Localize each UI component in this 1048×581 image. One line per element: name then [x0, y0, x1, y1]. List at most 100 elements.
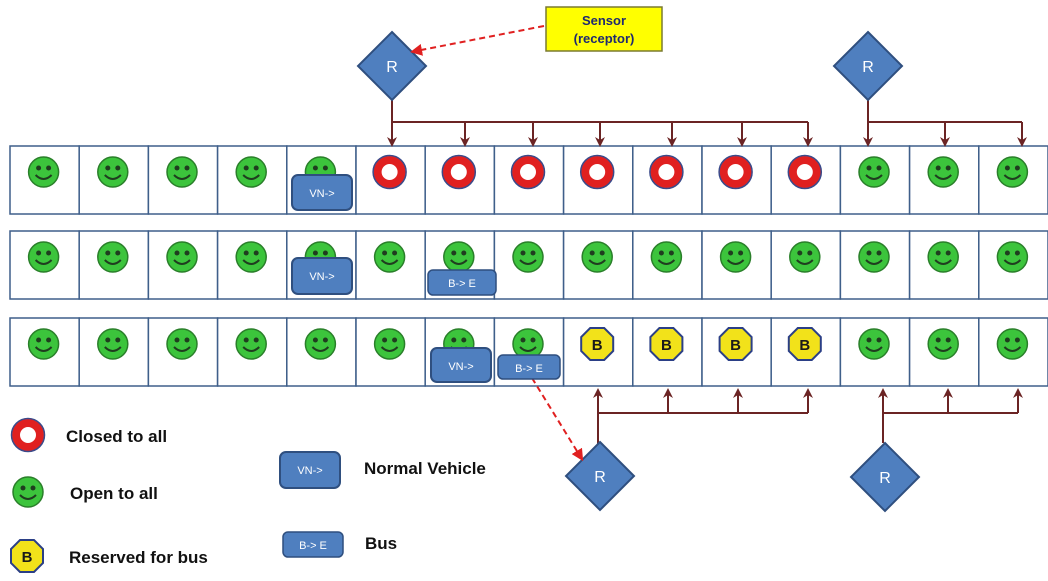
receptor-label: R: [386, 59, 398, 76]
legend-reserved-label: Reserved for bus: [69, 548, 208, 567]
legend-normal-vehicle-icon: VN->: [279, 451, 341, 489]
lane-cell: [355, 145, 426, 215]
open-to-all-icon: [27, 241, 60, 273]
bus-reserved-icon: B: [580, 327, 615, 361]
closed-to-all-icon: [650, 156, 683, 189]
lane-1: [9, 145, 1048, 215]
open-to-all-icon: [719, 241, 752, 273]
closed-to-all-icon: [581, 156, 614, 189]
bus-reserved-symbol: B: [22, 549, 33, 566]
lane-cell: [78, 145, 150, 215]
bus-reserved-symbol: B: [799, 337, 810, 354]
open-to-all-icon: [304, 328, 337, 360]
open-to-all-icon: [235, 328, 268, 360]
legend-open-label: Open to all: [70, 484, 158, 503]
lane-cell: [216, 145, 288, 215]
sensor-label-line2: (receptor): [574, 31, 635, 46]
lane-cell: [770, 145, 842, 215]
lane-cell: [562, 145, 634, 215]
lane-cell: [701, 145, 772, 215]
open-to-all-icon: [235, 241, 268, 273]
lane-cell: [147, 230, 219, 300]
vehicle-normal-lane2: VN->: [291, 257, 353, 295]
lane-cell: [493, 230, 565, 300]
bus-reserved-symbol: B: [730, 337, 741, 354]
open-to-all-icon: [442, 241, 475, 273]
lane-cell: [286, 317, 357, 387]
lane-cell: [839, 145, 911, 215]
receptor-label: R: [594, 469, 606, 486]
bus-reserved-symbol: B: [661, 337, 672, 354]
legend-normal-vehicle-label: Normal Vehicle: [364, 459, 486, 478]
lane-cell: [9, 145, 80, 215]
lane-cell: [908, 230, 980, 300]
open-to-all-icon: [373, 328, 406, 360]
bus-reserved-icon: B: [718, 327, 753, 361]
open-to-all-icon: [96, 241, 129, 273]
open-to-all-icon: [235, 156, 268, 188]
lane-cell: [632, 145, 703, 215]
receptor-label: R: [862, 59, 874, 76]
lane-cell: [562, 230, 634, 300]
legend-bus-reserved-icon: B: [10, 539, 44, 573]
lane-2: [9, 230, 1048, 300]
lane-cell: [978, 145, 1048, 215]
receptor-top-right: R: [832, 30, 904, 102]
legend-closed-icon: [12, 419, 45, 452]
legend-bus-icon: B-> E: [282, 531, 344, 558]
vehicle-normal-label: VN->: [448, 361, 473, 373]
lane-cell: [701, 230, 772, 300]
bus-reserved-icon: B: [787, 327, 822, 361]
top-arrow-network-right: [863, 95, 1027, 147]
vehicle-bus-label: B-> E: [515, 363, 543, 375]
lane-cell: [978, 317, 1048, 387]
open-to-all-icon: [927, 156, 960, 188]
lane-cell: [770, 230, 842, 300]
lane-cell: [216, 317, 288, 387]
open-to-all-icon: [927, 328, 960, 360]
closed-to-all-icon: [719, 156, 752, 189]
open-to-all-icon: [27, 328, 60, 360]
sensor-label-line1: Sensor: [582, 13, 626, 28]
vehicle-bus-lane2: B-> E: [427, 269, 497, 296]
open-to-all-icon: [858, 328, 890, 360]
lane-cell: [493, 145, 565, 215]
legend-open-icon: [12, 476, 44, 508]
vehicle-normal-lane1: VN->: [291, 174, 353, 211]
lane-cell: [78, 230, 150, 300]
open-to-all-icon: [927, 241, 960, 273]
lane-cell: [632, 230, 703, 300]
open-to-all-icon: [96, 328, 129, 360]
lane-cell: [147, 145, 219, 215]
lane-cell: [9, 317, 80, 387]
receptor-bottom-right: R: [849, 441, 921, 513]
open-to-all-icon: [996, 156, 1029, 188]
lane-cell: [839, 230, 911, 300]
bus-reserved-symbol: B: [592, 337, 603, 354]
lane-cell: [424, 145, 496, 215]
lane-cell: [9, 230, 80, 300]
sensor-callout: Sensor (receptor): [545, 6, 663, 52]
closed-to-all-icon: [442, 156, 475, 189]
bus-reserved-icon: B: [649, 327, 684, 361]
closed-to-all-icon: [373, 156, 406, 189]
lane-cell: [216, 230, 288, 300]
vehicle-bus-lane3: B-> E: [497, 354, 561, 380]
lane-cell: [355, 230, 426, 300]
open-to-all-icon: [373, 241, 406, 273]
open-to-all-icon: [96, 156, 129, 188]
bottom-arrow-network-left: [593, 388, 813, 445]
closed-to-all-icon: [512, 156, 545, 189]
lane-cell: B: [701, 317, 772, 387]
vehicle-normal-label: VN->: [297, 465, 322, 477]
vehicle-bus-label: B-> E: [299, 540, 327, 552]
vehicle-bus-label: B-> E: [448, 278, 476, 290]
lane-cell: [78, 317, 150, 387]
open-to-all-icon: [996, 241, 1029, 273]
sensor-pointer-arrow: [410, 25, 545, 56]
bottom-arrow-network-right: [878, 388, 1023, 443]
top-arrow-network-left: [387, 95, 813, 147]
lane-cell: [908, 145, 980, 215]
vehicle-normal-lane3: VN->: [430, 347, 492, 383]
